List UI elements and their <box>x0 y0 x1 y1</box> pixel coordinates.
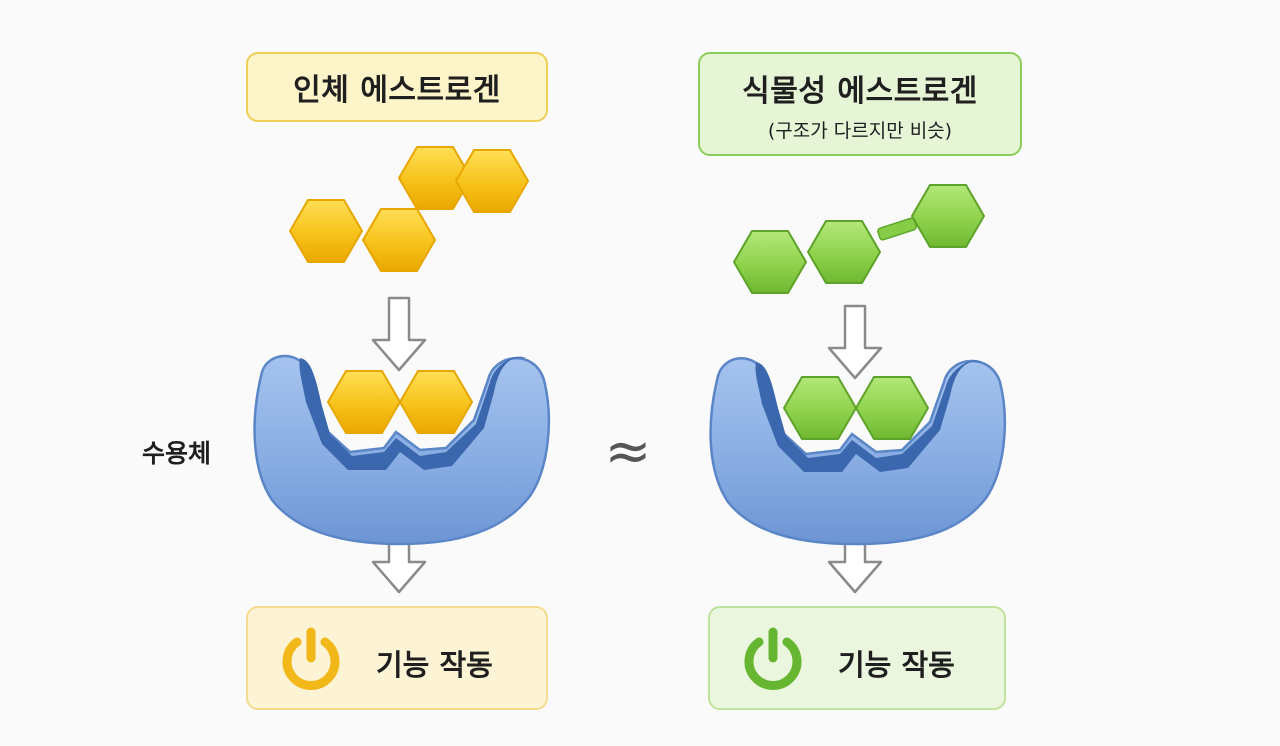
hexagon-ring <box>783 376 857 440</box>
human-estrogen-label: 인체 에스트로겐 <box>246 52 548 122</box>
plant-estrogen-subtitle: (구조가 다르지만 비슷) <box>767 119 953 142</box>
hexagon-ring <box>362 208 436 272</box>
hexagon-ring <box>399 370 473 434</box>
hexagon-ring <box>289 199 363 263</box>
down-arrow-icon <box>371 296 427 372</box>
hexagon-ring <box>455 149 529 213</box>
human-estrogen-molecule <box>289 146 529 272</box>
receptor-pocket-shadow <box>299 356 526 470</box>
hexagon-ring <box>733 230 807 294</box>
plant-estrogen-title: 식물성 에스트로겐 <box>742 73 978 109</box>
human-receptor <box>253 354 551 546</box>
plant-result-text: 기능 작동 <box>838 648 955 682</box>
molecule-bond <box>877 217 917 241</box>
hexagon-ring <box>398 146 472 210</box>
receptor-pocket-shadow <box>755 360 982 472</box>
hexagon-ring <box>911 184 985 248</box>
approx-equal-symbol: ≈ <box>605 419 652 484</box>
power-icon <box>282 627 340 690</box>
receptor-label: 수용체 <box>142 439 212 468</box>
power-icon <box>744 627 802 690</box>
human-estrogen-title: 인체 에스트로겐 <box>293 73 501 108</box>
plant-estrogen-molecule <box>733 184 985 294</box>
plant-result-box: 기능 작동 <box>708 606 1006 710</box>
plant-receptor <box>709 357 1007 546</box>
hexagon-ring <box>855 376 929 440</box>
down-arrow-icon <box>827 304 883 380</box>
hexagon-ring <box>807 220 881 284</box>
hexagon-ring <box>327 370 401 434</box>
plant-estrogen-label: 식물성 에스트로겐 (구조가 다르지만 비슷) <box>698 52 1022 156</box>
human-result-box: 기능 작동 <box>246 606 548 710</box>
human-result-text: 기능 작동 <box>376 648 493 682</box>
